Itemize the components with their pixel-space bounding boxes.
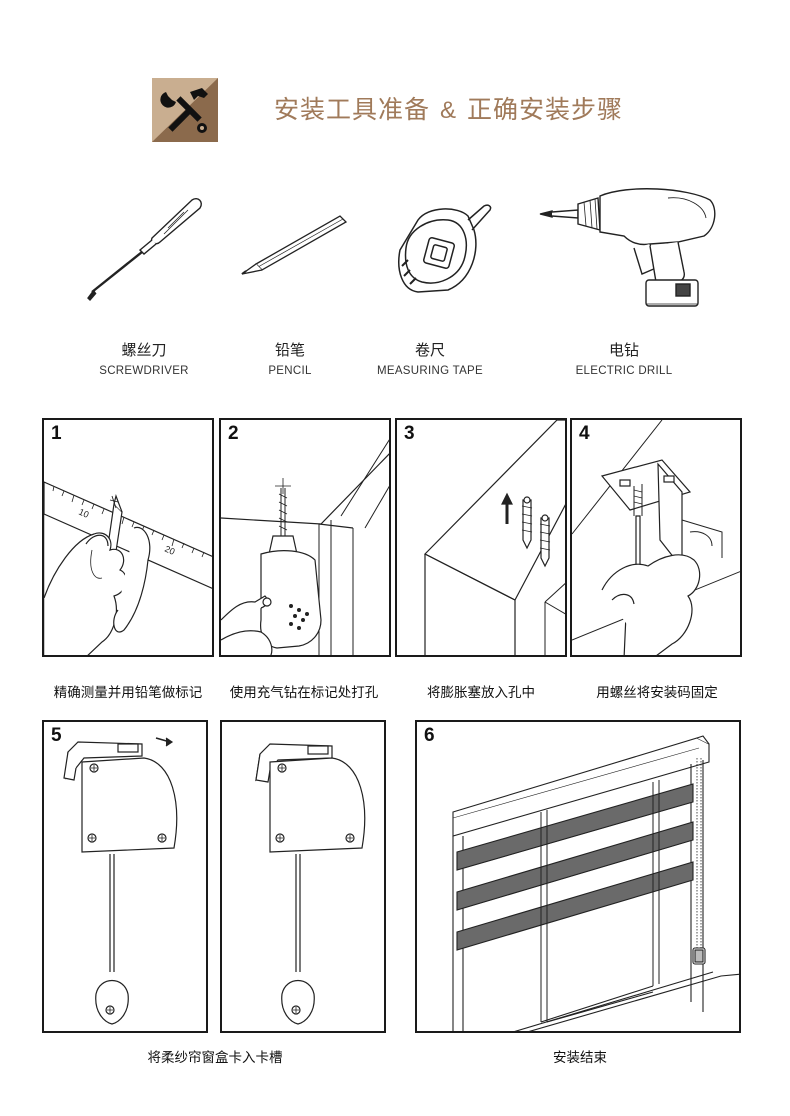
tool-name-en-pencil: PENCIL bbox=[268, 365, 312, 377]
title-part2: 正确安装步骤 bbox=[467, 95, 624, 124]
step-6-number: 6 bbox=[424, 725, 435, 746]
tool-name-en-measuring-tape: MEASURING TAPE bbox=[376, 365, 483, 377]
step-3-illustration bbox=[423, 420, 565, 655]
tool-name-cn-screwdriver: 螺丝刀 bbox=[121, 341, 167, 359]
step-3-panel: 3 bbox=[395, 418, 567, 657]
screwdriver-icon bbox=[80, 192, 205, 302]
step-6-illustration bbox=[452, 735, 739, 1031]
page-title: 安装工具准备&正确安装步骤 bbox=[274, 93, 623, 128]
step-5-panel-b bbox=[220, 720, 386, 1033]
ruler-label-10: 10 bbox=[77, 507, 90, 520]
step-4-caption: 用螺丝将安装码固定 bbox=[596, 685, 718, 701]
step-4-illustration bbox=[572, 420, 740, 655]
step-1-illustration: 10 20 bbox=[44, 481, 212, 655]
title-amp: & bbox=[440, 97, 458, 124]
step-4-panel: 4 bbox=[570, 418, 742, 657]
step-5-illustration-b bbox=[255, 743, 366, 1025]
step-4-number: 4 bbox=[579, 423, 590, 444]
step-3-caption: 将膨胀塞放入孔中 bbox=[427, 685, 535, 701]
pencil-icon bbox=[236, 210, 351, 276]
step-1-panel: 1 10 20 bbox=[42, 418, 214, 657]
tool-name-cn-electric-drill: 电钻 bbox=[608, 341, 639, 359]
tool-name-en-electric-drill: ELECTRIC DRILL bbox=[575, 365, 673, 377]
ruler-label-20: 20 bbox=[163, 544, 176, 557]
tool-name-cn-pencil: 铅笔 bbox=[274, 341, 305, 359]
step-2-illustration bbox=[221, 439, 389, 655]
step-1-caption: 精确测量并用铅笔做标记 bbox=[53, 685, 203, 701]
step-6-panel: 6 bbox=[415, 720, 741, 1033]
title-part1: 安装工具准备 bbox=[274, 95, 431, 124]
step-5-caption: 将柔纱帘窗盒卡入卡槽 bbox=[147, 1050, 283, 1066]
step-5-illustration-a bbox=[63, 737, 178, 1025]
tool-name-cn-measuring-tape: 卷尺 bbox=[414, 341, 445, 359]
tools-icon bbox=[152, 78, 218, 142]
tool-name-en-screwdriver: SCREWDRIVER bbox=[99, 365, 189, 377]
step-5-panel-a: 5 bbox=[42, 720, 208, 1033]
electric-drill-icon bbox=[538, 184, 718, 312]
step-1-number: 1 bbox=[51, 423, 62, 444]
step-6-caption: 安装结束 bbox=[553, 1050, 607, 1066]
step-5-number: 5 bbox=[51, 725, 62, 746]
step-2-caption: 使用充气钻在标记处打孔 bbox=[229, 685, 379, 701]
measuring-tape-icon bbox=[388, 200, 498, 296]
step-2-panel: 2 bbox=[219, 418, 391, 657]
step-2-number: 2 bbox=[228, 423, 239, 444]
step-3-number: 3 bbox=[404, 423, 415, 444]
